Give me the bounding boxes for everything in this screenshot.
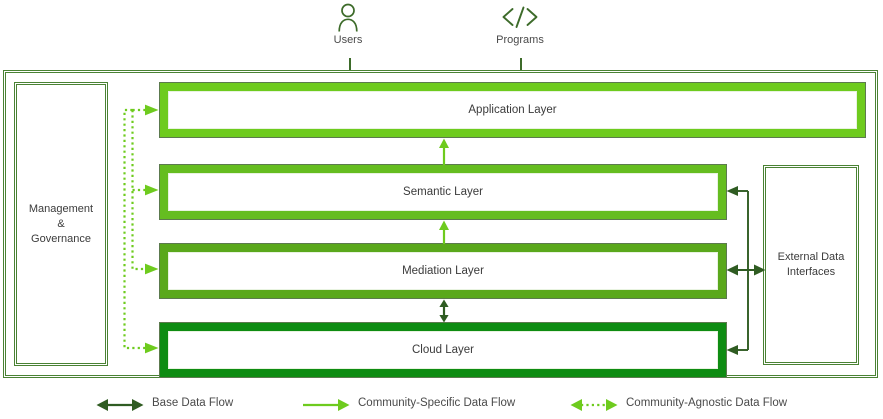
side-box-management-governance: Management & Governance bbox=[14, 82, 108, 366]
actor-users: Users bbox=[318, 2, 378, 47]
layer-mediation[interactable]: Mediation Layer bbox=[159, 243, 727, 299]
legend: Base Data Flow Community-Specific Data F… bbox=[0, 396, 883, 416]
actor-users-label: Users bbox=[333, 34, 363, 46]
layer-application-label: Application Layer bbox=[468, 104, 557, 116]
code-brackets-icon bbox=[499, 2, 541, 32]
layer-cloud-inner: Cloud Layer bbox=[168, 331, 718, 369]
legend-item-community-agnostic-data-flow-label: Community-Agnostic Data Flow bbox=[626, 397, 788, 409]
layer-mediation-label: Mediation Layer bbox=[402, 265, 484, 277]
legend-glyph-solid-double-arrow bbox=[96, 396, 144, 414]
layer-cloud[interactable]: Cloud Layer bbox=[159, 322, 727, 378]
layer-mediation-inner: Mediation Layer bbox=[168, 252, 718, 290]
legend-item-base-data-flow: Base Data Flow bbox=[96, 396, 346, 414]
side-box-external-data-interfaces-label: External Data Interfaces bbox=[777, 251, 845, 278]
external-interfaces-flow-connectors bbox=[724, 180, 768, 355]
layer-application-inner: Application Layer bbox=[168, 91, 857, 129]
layer-semantic[interactable]: Semantic Layer bbox=[159, 164, 727, 220]
actor-programs: Programs bbox=[482, 2, 558, 47]
layer-semantic-label: Semantic Layer bbox=[403, 186, 483, 198]
arrow-mediation-cloud-bidirectional bbox=[436, 299, 452, 323]
layer-semantic-inner: Semantic Layer bbox=[168, 173, 718, 211]
actor-programs-label: Programs bbox=[496, 34, 544, 46]
arrow-mediation-to-semantic bbox=[436, 220, 452, 244]
programs-connector-stem bbox=[520, 58, 522, 72]
side-box-management-governance-label: Management & Governance bbox=[28, 202, 94, 245]
side-box-external-data-interfaces: External Data Interfaces bbox=[763, 165, 859, 365]
layer-application[interactable]: Application Layer bbox=[159, 82, 866, 138]
arrow-semantic-to-application bbox=[436, 138, 452, 165]
legend-glyph-dotted-double-arrow bbox=[570, 396, 618, 414]
legend-item-community-agnostic-data-flow: Community-Agnostic Data Flow bbox=[570, 396, 870, 414]
community-agnostic-flow-connectors bbox=[112, 80, 172, 370]
users-connector-stem bbox=[349, 58, 351, 72]
legend-item-base-data-flow-label: Base Data Flow bbox=[152, 397, 234, 409]
legend-glyph-solid-single-arrow bbox=[302, 396, 350, 414]
layer-cloud-label: Cloud Layer bbox=[411, 344, 474, 356]
user-icon bbox=[336, 2, 360, 32]
legend-item-community-specific-data-flow: Community-Specific Data Flow bbox=[302, 396, 602, 414]
legend-item-community-specific-data-flow-label: Community-Specific Data Flow bbox=[358, 397, 516, 409]
